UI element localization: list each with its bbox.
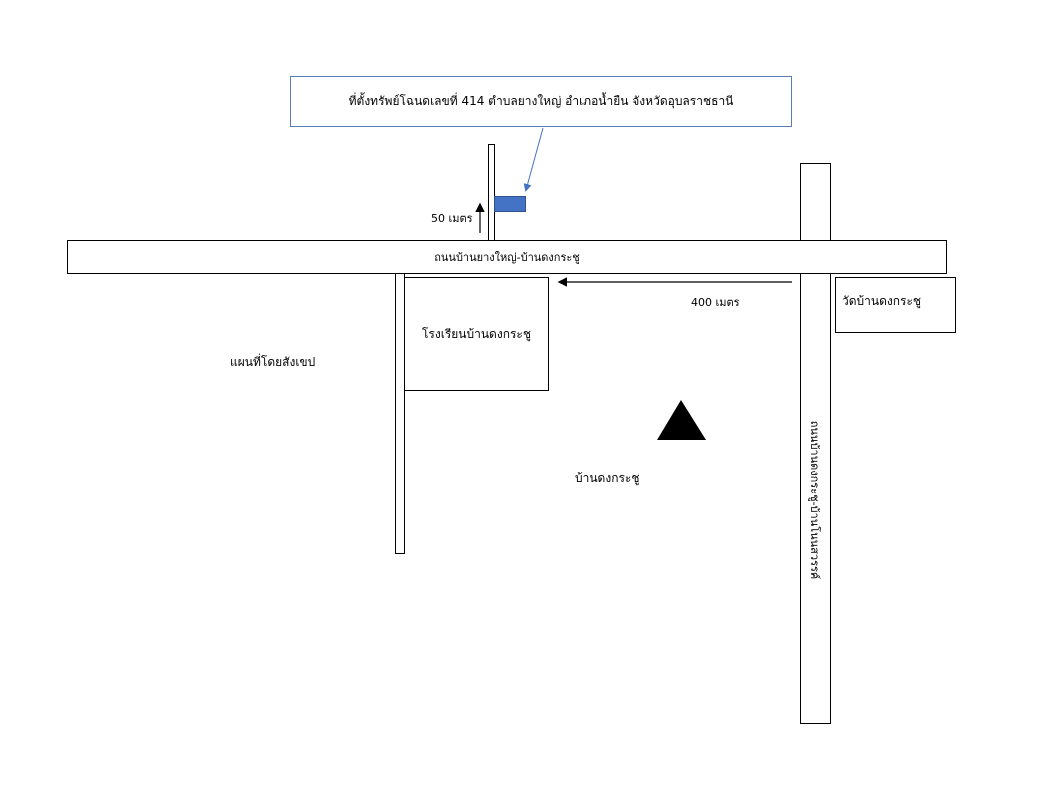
map-note: แผนที่โดยสังเขป bbox=[230, 355, 316, 369]
temple-label: วัดบ้านดงกระชู bbox=[842, 294, 922, 308]
triangle-mountain-icon bbox=[657, 400, 706, 440]
property-marker bbox=[494, 196, 526, 212]
village-label: บ้านดงกระชู bbox=[575, 471, 640, 485]
temple-box: วัดบ้านดงกระชู bbox=[835, 277, 956, 333]
main-road-label: ถนนบ้านยางใหญ่-บ้านดงกระชู bbox=[434, 251, 580, 264]
distance-east-label: 400 เมตร bbox=[691, 296, 740, 309]
callout-text: ที่ตั้งทรัพย์โฉนดเลขที่ 414 ตำบลยางใหญ่ … bbox=[348, 94, 734, 108]
property-location-callout: ที่ตั้งทรัพย์โฉนดเลขที่ 414 ตำบลยางใหญ่ … bbox=[290, 76, 792, 127]
callout-pointer-arrow bbox=[523, 127, 544, 192]
distance-north-label: 50 เมตร bbox=[431, 212, 473, 225]
main-road: ถนนบ้านยางใหญ่-บ้านดงกระชู bbox=[67, 240, 947, 274]
school-label: โรงเรียนบ้านดงกระชู bbox=[421, 326, 532, 341]
school-box: โรงเรียนบ้านดงกระชู bbox=[404, 277, 549, 391]
